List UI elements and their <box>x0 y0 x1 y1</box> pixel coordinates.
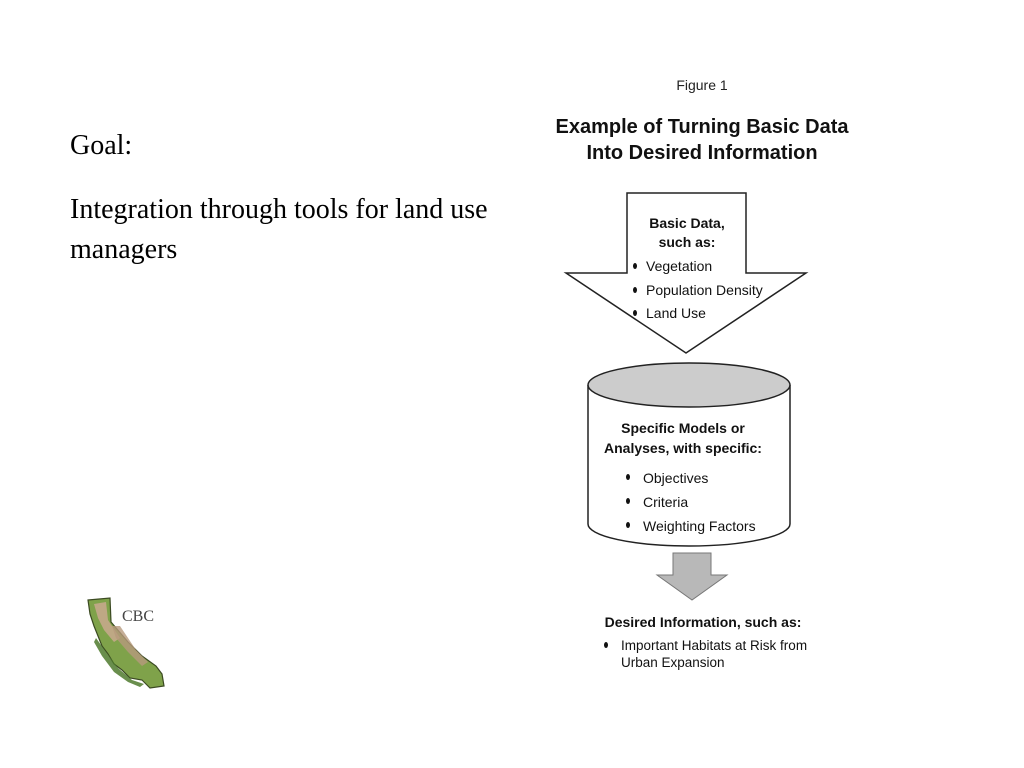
input-item: Vegetation <box>646 258 712 274</box>
output-arrow-shape <box>655 552 729 601</box>
california-valley <box>112 626 148 666</box>
process-item: Weighting Factors <box>643 518 756 534</box>
figure-title-line2: Into Desired Information <box>586 142 817 164</box>
input-bullet <box>633 287 637 293</box>
process-bullet <box>626 522 630 528</box>
output-item-line2: Urban Expansion <box>621 655 725 670</box>
california-coast <box>94 638 144 687</box>
goal-text: Integration through tools for land use m… <box>70 194 488 265</box>
process-bullet <box>626 498 630 504</box>
cylinder-body <box>587 385 791 547</box>
output-item-line1: Important Habitats at Risk from <box>621 638 807 653</box>
logo-text: CBC <box>122 608 154 625</box>
california-map-icon: CBC <box>87 597 165 689</box>
input-item: Land Use <box>646 305 706 321</box>
goal-label: Goal: <box>70 130 133 161</box>
input-bullet <box>633 263 637 269</box>
input-heading-line1: Basic Data, <box>649 215 724 231</box>
input-bullet <box>633 310 637 316</box>
process-heading-line2: Analyses, with specific: <box>604 440 762 456</box>
output-heading: Desired Information, such as: <box>605 614 802 630</box>
process-bullet <box>626 474 630 480</box>
california-ridge <box>94 602 120 642</box>
output-bullet <box>604 642 608 648</box>
input-item: Population Density <box>646 282 763 298</box>
process-heading-line1: Specific Models or <box>621 420 745 436</box>
process-item: Objectives <box>643 470 708 486</box>
input-arrow-shape <box>563 192 809 354</box>
cylinder-top <box>587 362 791 408</box>
process-item: Criteria <box>643 494 688 510</box>
input-heading-line2: such as: <box>659 234 716 250</box>
figure-title-line1: Example of Turning Basic Data <box>555 116 849 138</box>
figure-caption: Figure 1 <box>676 77 728 93</box>
